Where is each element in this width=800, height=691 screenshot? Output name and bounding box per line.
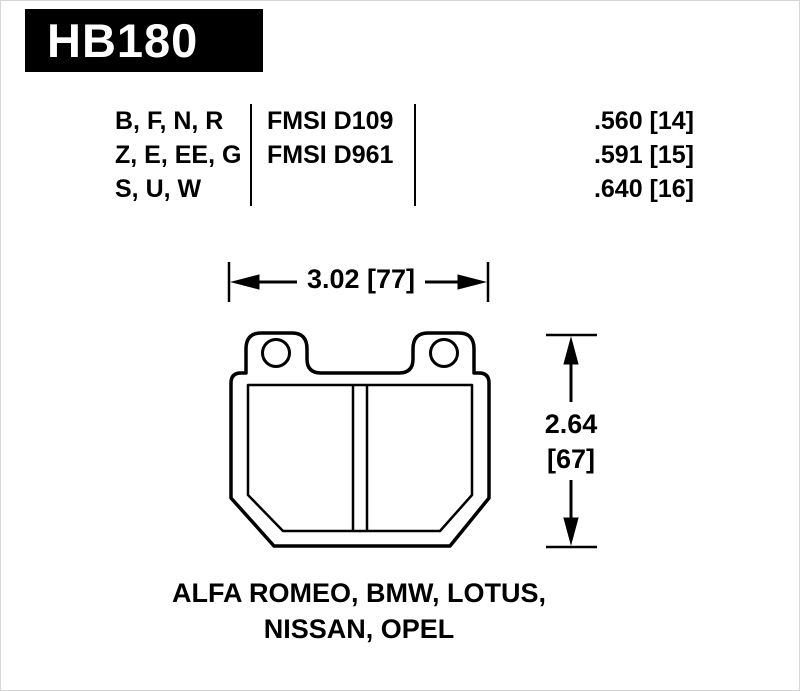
- part-number: HB180: [47, 14, 199, 67]
- spec-table: B, F, N, R FMSI D109 .560 [14] Z, E, EE,…: [115, 104, 694, 206]
- height-dimension-label: 2.64 [67]: [521, 407, 621, 477]
- width-dimension-arrow: [227, 262, 490, 302]
- height-dimension-arrow: [546, 333, 597, 549]
- table-cell-fmsi-row1: FMSI D109: [250, 104, 416, 138]
- table-cell-fmsi-row2: FMSI D961: [250, 138, 416, 172]
- table-cell-thickness-row3: .640 [16]: [593, 175, 694, 203]
- table-cell-compounds-row3: S, U, W: [115, 175, 202, 203]
- applications-line-1: ALFA ROMEO, BMW, LOTUS,: [172, 578, 546, 608]
- table-cell-thickness-row2: .591 [15]: [593, 141, 694, 169]
- pad-outline: [229, 331, 491, 548]
- mounting-hole-left: [261, 338, 291, 368]
- mounting-hole-right: [429, 338, 459, 368]
- part-number-box: HB180: [25, 9, 263, 72]
- vehicle-applications: ALFA ROMEO, BMW, LOTUS, NISSAN, OPEL: [39, 575, 679, 647]
- friction-material-outline: [246, 383, 474, 533]
- width-dimension-label: 3.02 [77]: [306, 264, 416, 294]
- height-dimension-mm: [67]: [546, 444, 595, 474]
- table-cell-compounds-row2: Z, E, EE, G: [115, 141, 242, 169]
- table-cell-fmsi-row3: [250, 172, 416, 206]
- height-dimension-inches: 2.64: [544, 409, 598, 439]
- table-cell-compounds-row1: B, F, N, R: [115, 107, 224, 135]
- applications-line-2: NISSAN, OPEL: [263, 614, 455, 644]
- table-cell-thickness-row1: .560 [14]: [593, 107, 694, 135]
